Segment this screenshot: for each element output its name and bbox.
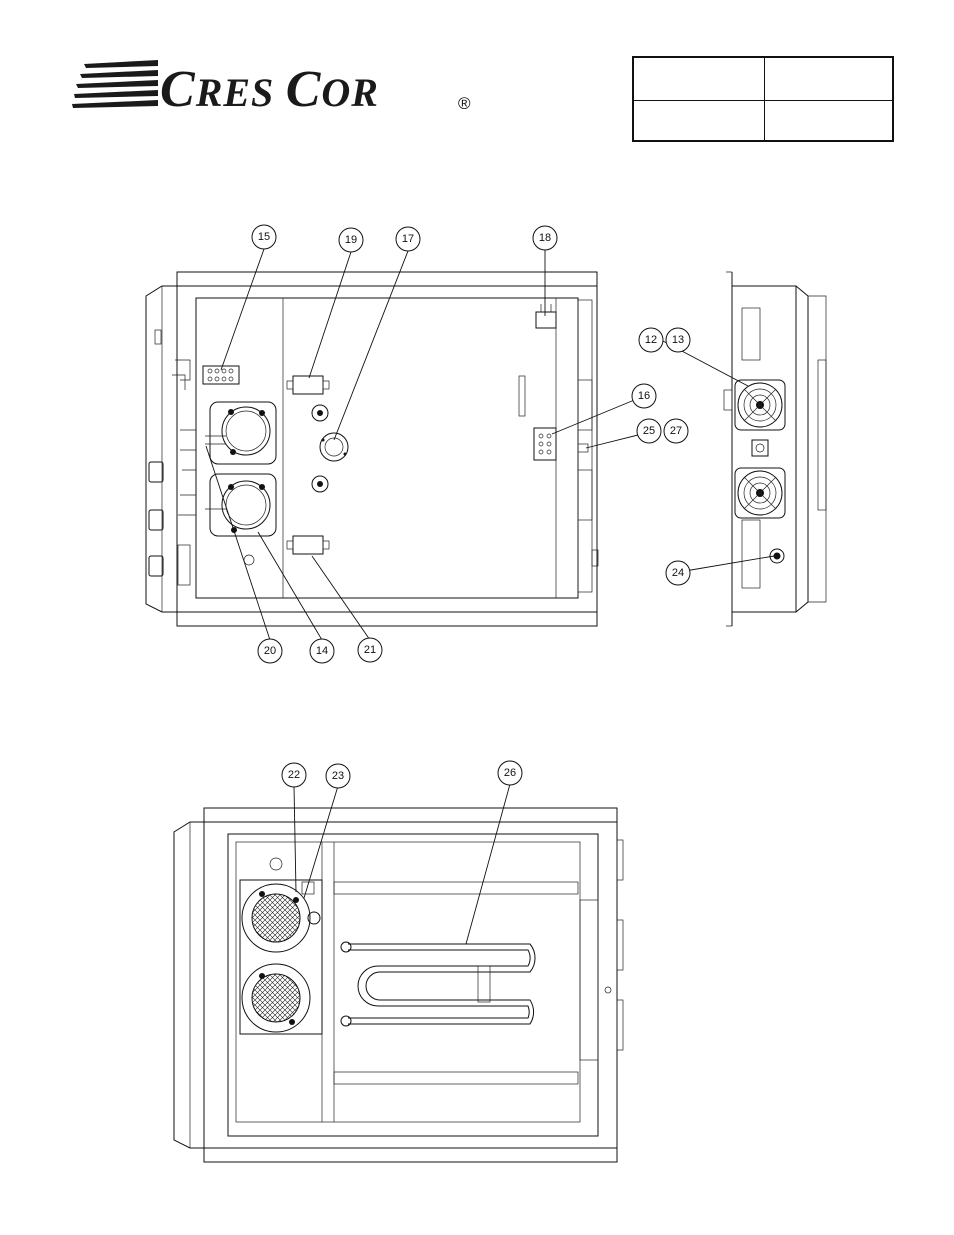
callout-label-20: 20	[264, 645, 276, 657]
callout-13: 13	[666, 328, 690, 352]
callout-14: 14	[310, 639, 334, 663]
callout-22: 22	[282, 763, 306, 787]
callout-label-21: 21	[364, 644, 376, 656]
callout-18: 18	[533, 226, 557, 250]
callout-17: 17	[396, 227, 420, 251]
callout-label-17: 17	[402, 233, 414, 245]
callout-label-13: 13	[672, 334, 684, 346]
callout-26: 26	[498, 761, 522, 785]
callout-21: 21	[358, 638, 382, 662]
callout-label-25: 25	[643, 425, 655, 437]
callout-12: 12	[639, 328, 663, 352]
callout-25: 25	[637, 419, 661, 443]
callout-label-15: 15	[258, 231, 270, 243]
callout-24: 24	[666, 561, 690, 585]
callout-label-23: 23	[332, 770, 344, 782]
callout-label-18: 18	[539, 232, 551, 244]
callout-label-12: 12	[645, 334, 657, 346]
callout-16: 16	[632, 384, 656, 408]
callout-label-22: 22	[288, 769, 300, 781]
callout-label-27: 27	[670, 425, 682, 437]
callout-label-16: 16	[638, 390, 650, 402]
callout-label-14: 14	[316, 645, 328, 657]
callout-19: 19	[339, 228, 363, 252]
callout-label-19: 19	[345, 234, 357, 246]
callout-15: 15	[252, 225, 276, 249]
callout-label-24: 24	[672, 567, 684, 579]
callout-27: 27	[664, 419, 688, 443]
callout-23: 23	[326, 764, 350, 788]
callout-20: 20	[258, 639, 282, 663]
callout-label-26: 26	[504, 767, 516, 779]
